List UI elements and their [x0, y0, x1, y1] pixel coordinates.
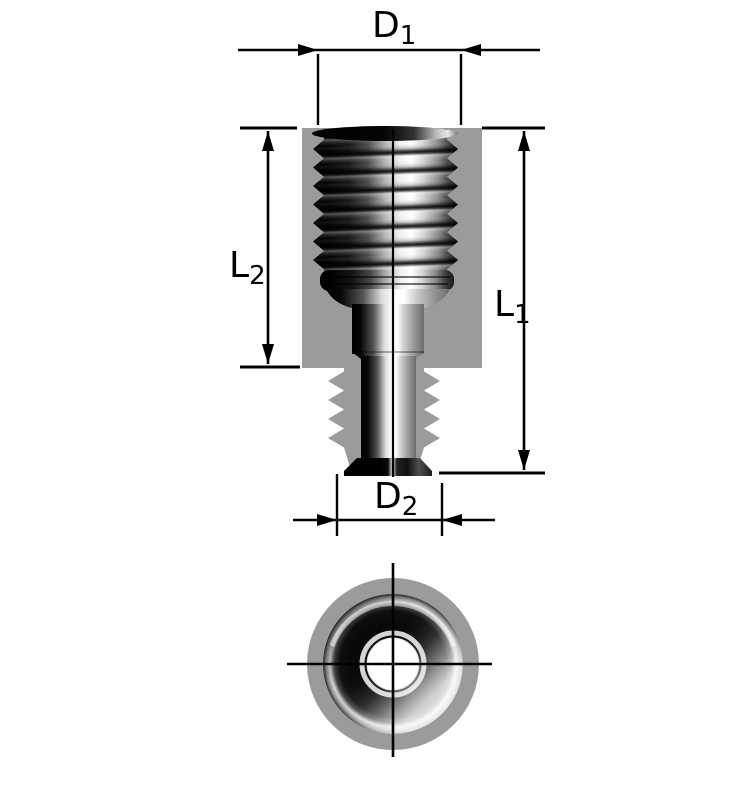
l1-label-letter: L [494, 284, 514, 325]
thread-collar [320, 270, 454, 291]
thread-crown [312, 126, 458, 141]
l2-label-letter: L [229, 245, 249, 286]
l1-label: L1 [494, 284, 531, 330]
d1-label-subscript: 1 [400, 21, 417, 51]
d2-label-letter: D [374, 476, 402, 517]
d2-label: D2 [374, 476, 418, 522]
d2-label-subscript: 2 [402, 492, 419, 522]
d1-label-letter: D [372, 5, 400, 46]
upper-thread-texture [313, 129, 458, 274]
lower-shank [361, 356, 416, 462]
upper-shank [352, 304, 424, 354]
bottom-view [287, 563, 492, 757]
dimension-l1: L1 [439, 126, 545, 475]
dimension-d1: D1 [238, 5, 540, 125]
l1-label-subscript: 1 [514, 300, 531, 330]
side-view [302, 126, 482, 477]
dimension-l2: L2 [229, 126, 300, 369]
d1-label: D1 [372, 5, 416, 51]
l2-label: L2 [229, 245, 266, 291]
dimension-d2: D2 [293, 474, 495, 536]
tip-cap [344, 458, 432, 476]
l2-label-subscript: 2 [249, 261, 266, 291]
